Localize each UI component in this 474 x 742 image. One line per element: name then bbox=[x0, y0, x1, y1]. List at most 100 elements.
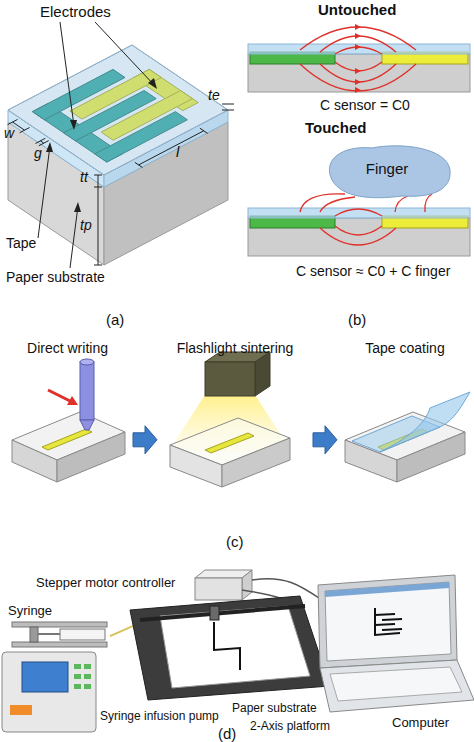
leader-line bbox=[98, 175, 99, 187]
label-text: te bbox=[208, 88, 220, 103]
label-text: 2-Axis platform bbox=[250, 720, 330, 733]
syringe-pump bbox=[2, 652, 96, 732]
nozzle bbox=[67, 396, 78, 405]
syringe-pump bbox=[74, 664, 91, 689]
laptop bbox=[375, 614, 395, 615]
stepper-controller bbox=[195, 570, 252, 600]
leader-line bbox=[38, 22, 234, 268]
platform bbox=[140, 606, 305, 620]
syringe-pump bbox=[84, 664, 91, 669]
substrate-slab bbox=[170, 418, 290, 487]
tape-sheet bbox=[352, 392, 470, 452]
label-text: g bbox=[34, 146, 42, 161]
laptop bbox=[318, 575, 474, 712]
arrow-head bbox=[74, 202, 81, 212]
laptop bbox=[325, 582, 451, 661]
dimension-line bbox=[35, 138, 45, 143]
stepper-controller bbox=[242, 570, 252, 600]
platform bbox=[130, 596, 330, 700]
syringe-pump bbox=[74, 674, 81, 679]
syringe-pump bbox=[84, 674, 91, 679]
cross-section bbox=[248, 44, 470, 54]
tape-layer bbox=[8, 45, 228, 175]
arrow-head bbox=[70, 120, 77, 130]
leader-line bbox=[60, 22, 74, 126]
substrate-slab bbox=[12, 412, 125, 482]
stepper-controller bbox=[195, 578, 242, 600]
label-text: C sensor ≈ C0 + C finger bbox=[296, 264, 450, 279]
laptop bbox=[375, 624, 395, 625]
sensor-block bbox=[8, 45, 228, 265]
laptop bbox=[382, 629, 402, 630]
flash-lamp bbox=[205, 362, 255, 396]
finger-shape: Finger bbox=[322, 140, 452, 200]
nozzle bbox=[80, 359, 94, 365]
label-text: (b) bbox=[348, 312, 366, 329]
label-text: C sensor = C0 bbox=[320, 98, 410, 113]
field-line bbox=[395, 196, 408, 212]
block-arrow bbox=[313, 426, 337, 454]
field-line bbox=[300, 27, 416, 50]
nozzle bbox=[80, 362, 94, 420]
cross-section bbox=[248, 44, 470, 92]
dimension-line bbox=[200, 128, 208, 133]
platform bbox=[214, 622, 240, 670]
field-arrow bbox=[355, 33, 361, 39]
leader-line bbox=[95, 22, 155, 86]
field-arrow bbox=[355, 68, 361, 74]
sensor-block bbox=[8, 45, 228, 175]
syringe bbox=[12, 642, 107, 647]
field-line bbox=[425, 194, 432, 212]
substrate-slab bbox=[222, 438, 290, 487]
syringe-pump bbox=[2, 652, 96, 732]
laptop bbox=[375, 608, 402, 635]
field-arrow bbox=[355, 24, 361, 93]
laptop bbox=[375, 608, 400, 635]
syringe-pump bbox=[84, 684, 91, 689]
label-text: (c) bbox=[226, 534, 244, 551]
field-arrow bbox=[355, 44, 361, 50]
step-title: Flashlight sintering bbox=[160, 340, 310, 356]
field-arrow bbox=[355, 79, 361, 85]
nozzle bbox=[80, 420, 94, 430]
field-line bbox=[335, 209, 382, 216]
cross-section bbox=[248, 208, 470, 218]
label-text: Tape bbox=[6, 236, 36, 251]
field-arrow bbox=[355, 87, 361, 93]
laptop bbox=[325, 582, 449, 597]
field-line bbox=[320, 36, 396, 52]
platform bbox=[130, 596, 330, 700]
leader-line bbox=[94, 175, 102, 176]
tape-sheet bbox=[380, 392, 470, 452]
field-arrow bbox=[355, 24, 361, 30]
laptop bbox=[330, 667, 462, 701]
substrate-slab bbox=[42, 429, 92, 450]
platform bbox=[210, 606, 219, 620]
syringe-pump bbox=[10, 705, 32, 715]
arrow-head bbox=[46, 78, 157, 212]
syringe-pump bbox=[74, 664, 81, 669]
label-text: l bbox=[176, 144, 179, 161]
field-line bbox=[335, 62, 382, 71]
label-text: Electrodes bbox=[40, 4, 111, 21]
syringe bbox=[12, 622, 107, 627]
leader-line bbox=[222, 104, 234, 105]
leader-line bbox=[70, 206, 78, 268]
syringe-pump bbox=[74, 684, 81, 689]
field-line bbox=[300, 64, 416, 91]
label-text: tp bbox=[80, 218, 92, 233]
leader-line bbox=[222, 110, 234, 111]
label-text: Paper substrate bbox=[6, 270, 105, 285]
label-text: Paper substrate bbox=[232, 702, 317, 715]
field-line bbox=[300, 27, 416, 91]
label-text: tt bbox=[80, 170, 88, 185]
process-step: Tape coating bbox=[340, 338, 470, 523]
label-text: Touched bbox=[305, 120, 366, 137]
label-text: Stepper motor controller bbox=[36, 576, 175, 590]
process-step: Flashlight sintering bbox=[160, 338, 310, 523]
dimension-line bbox=[135, 162, 143, 167]
nozzle bbox=[48, 390, 72, 402]
dimension-line bbox=[13, 122, 25, 130]
